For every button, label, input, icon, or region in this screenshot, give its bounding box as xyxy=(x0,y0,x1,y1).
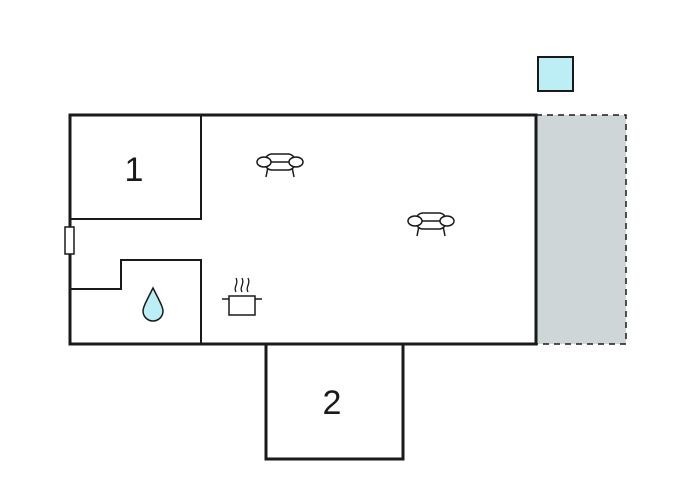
room-1-label: 1 xyxy=(125,151,144,189)
room-1-wall xyxy=(70,115,202,220)
armchair-icon xyxy=(256,153,304,178)
pool-icon xyxy=(537,56,574,92)
room-2-wall xyxy=(264,344,405,461)
bathroom-wall xyxy=(70,259,202,344)
room-2-label: 2 xyxy=(323,384,342,422)
main-building-wall xyxy=(68,113,538,346)
armchair-icon xyxy=(407,212,455,237)
door-icon xyxy=(64,226,75,255)
terrace-area xyxy=(536,115,626,344)
water-drop-icon xyxy=(142,286,164,322)
terrace-outline xyxy=(536,114,627,345)
cooking-pot-icon xyxy=(222,277,262,316)
